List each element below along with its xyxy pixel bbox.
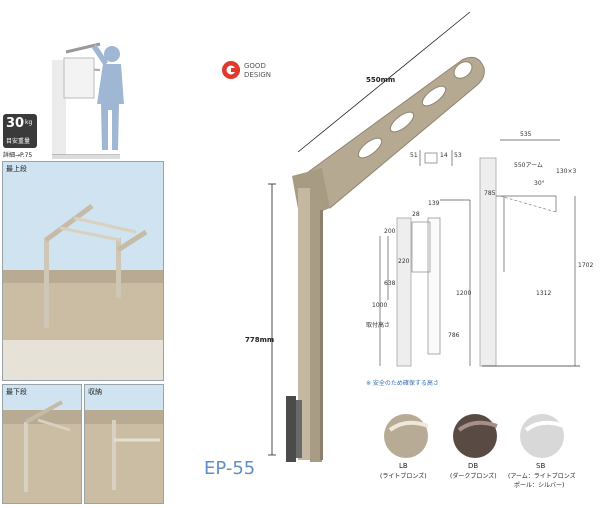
color-lb-code: LB [399, 462, 408, 470]
good-design-line1: GOOD [244, 62, 266, 70]
lower-panel-scene [3, 385, 81, 503]
dim-51: 51 [410, 152, 418, 159]
storage-panel: 収納 [84, 384, 164, 504]
dim-139: 139 [428, 200, 440, 207]
dim-1702: 1702 [578, 262, 594, 269]
dimension-lines [268, 11, 471, 456]
dim-638: 638 [384, 280, 396, 287]
dim-28: 28 [412, 211, 420, 218]
dim-200: 200 [384, 228, 396, 235]
product-render [286, 56, 485, 462]
dim-1312: 1312 [536, 290, 552, 297]
top-panel-scene [3, 162, 163, 380]
dim-14: 14 [440, 152, 448, 159]
dim-220: 220 [398, 258, 410, 265]
good-design-mark [222, 61, 240, 79]
dim-785: 785 [484, 190, 496, 197]
lower-panel: 最下段 [2, 384, 82, 504]
detail-reference: 詳細→P.75 [3, 152, 33, 159]
color-lb-name: (ライトブロンズ) [380, 473, 427, 480]
weight-value: 30 [6, 116, 25, 131]
model-name: EP-55 [204, 458, 256, 479]
dim-550-arm: 550アーム [514, 162, 543, 169]
safety-note: ※ 安全のため確保する高さ [366, 380, 439, 387]
dim-786: 786 [448, 332, 460, 339]
weight-caption: 目安重量 [6, 138, 31, 145]
dim-1200: 1200 [456, 290, 472, 297]
dim-1000: 1000 [372, 302, 388, 309]
dim-535: 535 [520, 131, 532, 138]
dim-53: 53 [454, 152, 462, 159]
storage-panel-scene [85, 385, 163, 503]
top-panel-caption: 最上段 [6, 165, 27, 173]
weight-badge: 30 kg 目安重量 [3, 114, 37, 148]
lower-panel-caption: 最下段 [6, 388, 27, 396]
mount-height-label: 取付高さ [366, 322, 391, 329]
good-design-line2: DESIGN [244, 71, 271, 79]
person-illustration [52, 42, 124, 159]
color-sb-code: SB [536, 462, 546, 470]
color-sb-name2: ポール：シルバー) [514, 482, 565, 489]
height-label: 778mm [245, 336, 275, 344]
storage-panel-caption: 収納 [88, 388, 102, 396]
weight-unit: kg [25, 119, 33, 126]
color-swatches [384, 414, 565, 458]
dim-130x3: 130×3 [556, 168, 577, 175]
color-sb-name: (アーム：ライトブロンズ [508, 473, 576, 480]
arm-length-label: 550mm [366, 76, 396, 84]
color-db-name: (ダークブロンズ) [450, 473, 497, 480]
color-db-code: DB [468, 462, 479, 470]
technical-drawing [379, 139, 580, 367]
top-panel: 最上段 [2, 161, 164, 381]
dim-30-deg: 30° [534, 180, 545, 187]
